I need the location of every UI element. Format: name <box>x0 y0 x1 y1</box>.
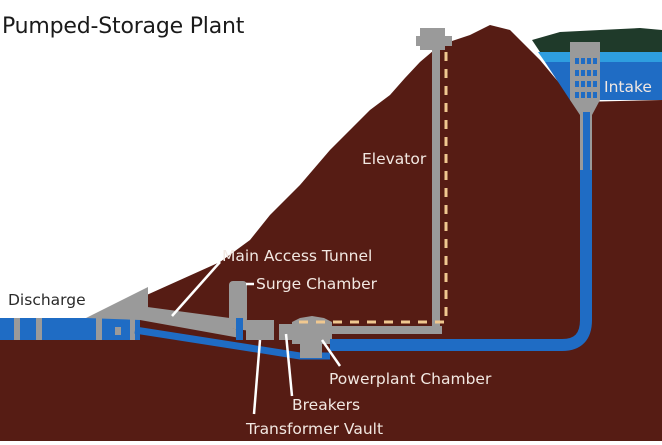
elevator-shaft <box>432 36 440 334</box>
leader-powerplant-chamber <box>320 339 342 367</box>
elevator-headframe <box>416 28 452 50</box>
label-intake: Intake <box>604 78 652 96</box>
leader-breakers <box>284 333 294 397</box>
surge-shaft-water <box>236 318 243 340</box>
discharge-pier <box>96 318 102 340</box>
diagram-title: Pumped-Storage Plant <box>2 14 245 39</box>
intake-shaft-water <box>583 112 590 170</box>
label-surge-chamber: Surge Chamber <box>256 275 378 293</box>
transformer-vault <box>246 320 274 340</box>
label-main-access-tunnel: Main Access Tunnel <box>222 247 373 265</box>
label-powerplant-chamber: Powerplant Chamber <box>329 370 492 388</box>
intake-windows <box>575 58 597 98</box>
label-transformer-vault: Transformer Vault <box>246 420 384 438</box>
discharge-pier <box>14 318 20 340</box>
breakers <box>279 324 293 340</box>
penstock <box>330 110 592 351</box>
discharge-pier <box>130 318 135 340</box>
lower-reservoir <box>0 318 140 340</box>
label-breakers: Breakers <box>292 396 361 414</box>
label-elevator: Elevator <box>362 150 427 168</box>
discharge-pier <box>115 327 121 335</box>
leader-lines <box>171 261 342 415</box>
discharge-headwork <box>86 287 240 338</box>
leader-main-access-tunnel <box>171 261 221 317</box>
leader-transformer-vault <box>252 339 262 415</box>
access-gallery <box>330 326 442 334</box>
powerplant-chamber <box>292 316 332 358</box>
surge-chamber <box>229 281 247 323</box>
forest-ridge <box>532 28 662 52</box>
discharge-pier <box>36 318 42 340</box>
cable-route <box>292 52 448 324</box>
main-access-tunnel <box>140 306 260 332</box>
label-discharge: Discharge <box>8 291 86 309</box>
